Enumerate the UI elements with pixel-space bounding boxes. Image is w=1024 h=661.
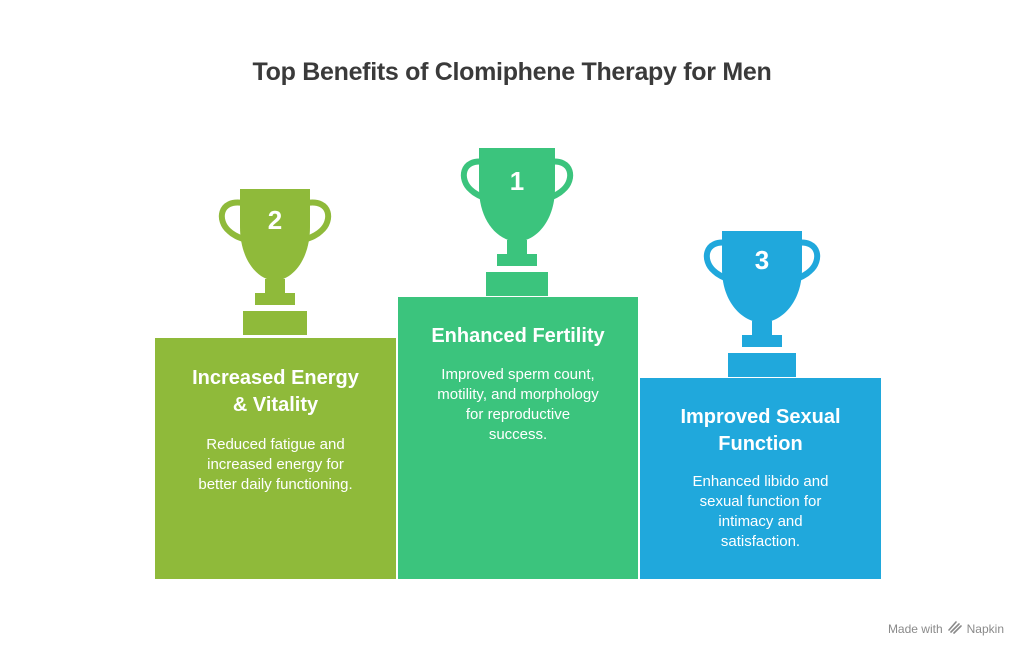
podium-description: Improved sperm count, motility, and morp… — [398, 365, 638, 445]
podium-rank-1: Enhanced Fertility Improved sperm count,… — [398, 297, 638, 579]
trophy-icon-rank-3: 3 — [700, 231, 824, 377]
description-line: Enhanced libido and — [692, 473, 829, 490]
description-line: motility, and morphology — [437, 386, 599, 403]
rank-number: 1 — [509, 166, 525, 196]
page-title: Top Benefits of Clomiphene Therapy for M… — [252, 58, 772, 86]
podium-rank-2: Increased Energy & Vitality Reduced fati… — [155, 338, 396, 579]
description-line: Reduced fatigue and — [206, 436, 345, 453]
description-line: better daily functioning. — [198, 476, 353, 493]
heading-line: Improved Sexual — [680, 406, 841, 428]
podium-heading: Increased Energy & Vitality — [155, 365, 396, 419]
description-line: intimacy and — [718, 513, 803, 530]
rank-number: 2 — [267, 205, 283, 235]
heading-line: & Vitality — [232, 394, 319, 416]
description-line: satisfaction. — [720, 533, 801, 550]
rank-number: 3 — [754, 245, 770, 275]
podium-description: Enhanced libido and sexual function for … — [640, 472, 881, 552]
napkin-brand-label: Napkin — [966, 621, 1004, 636]
trophy-icon-rank-1: 1 — [455, 148, 579, 296]
podium-heading: Enhanced Fertility — [398, 323, 638, 350]
heading-line: Enhanced Fertility — [431, 325, 605, 347]
podium-rank-3: Improved Sexual Function Enhanced libido… — [640, 378, 881, 579]
heading-line: Function — [718, 433, 803, 455]
made-with-label: Made with — [887, 621, 943, 636]
description-line: sexual function for — [699, 493, 822, 510]
podium-description: Reduced fatigue and increased energy for… — [155, 435, 396, 495]
heading-line: Increased Energy — [192, 367, 359, 389]
podium-heading: Improved Sexual Function — [640, 404, 881, 458]
description-line: success. — [488, 426, 548, 443]
trophy-icon-rank-2: 2 — [213, 189, 337, 335]
description-line: for reproductive — [465, 406, 571, 423]
napkin-logo-icon — [947, 620, 962, 637]
description-line: Improved sperm count, — [441, 366, 595, 383]
description-line: increased energy for — [207, 456, 344, 473]
made-with-napkin-footer: Made with Napkin — [888, 620, 1004, 637]
